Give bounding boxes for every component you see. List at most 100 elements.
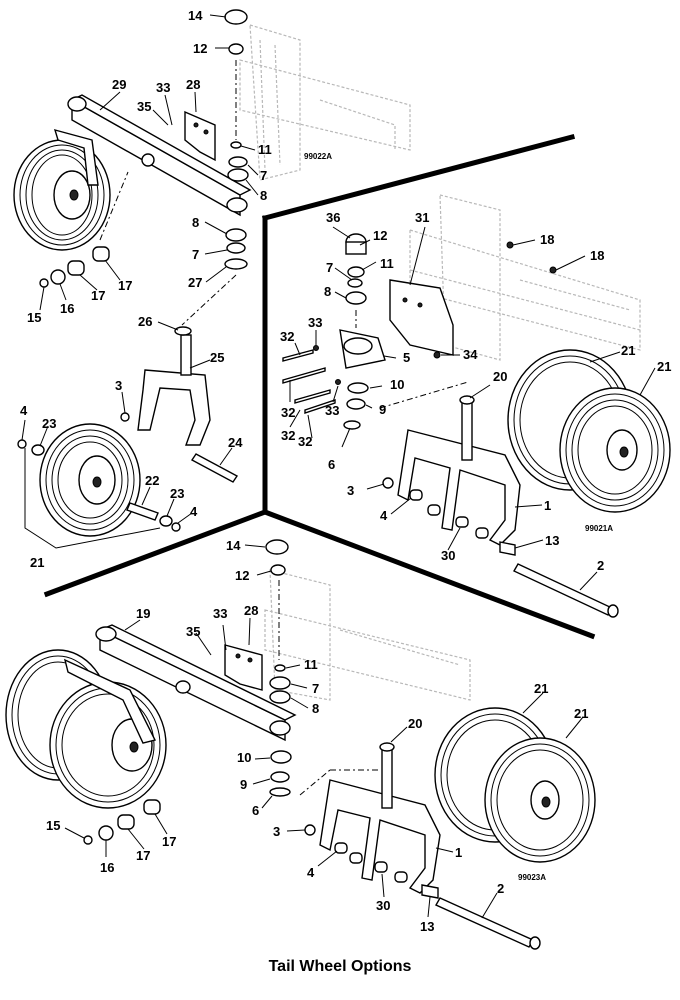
callout-number: 11 bbox=[258, 142, 272, 157]
caster-yoke bbox=[137, 369, 211, 446]
callout-number: 19 bbox=[136, 606, 150, 621]
callout-number: 10 bbox=[390, 377, 404, 392]
callout-number: 9 bbox=[240, 777, 247, 792]
dual-tail-wheel-assembly-right bbox=[282, 194, 671, 618]
callout-number: 27 bbox=[188, 275, 202, 290]
callout-number: 31 bbox=[415, 210, 429, 225]
mounting-bracket bbox=[184, 110, 216, 162]
callout-number: 28 bbox=[244, 603, 258, 618]
callout-number: 21 bbox=[534, 681, 548, 696]
tire-wheel-2 bbox=[39, 423, 141, 537]
caster-yoke bbox=[397, 429, 521, 546]
single-tail-wheel-assembly bbox=[13, 9, 411, 549]
callout-number: 4 bbox=[190, 504, 198, 519]
callout-number: 33 bbox=[325, 403, 339, 418]
callout-number: 8 bbox=[312, 701, 319, 716]
callout-number: 11 bbox=[380, 256, 394, 271]
callout-number: 32 bbox=[281, 428, 295, 443]
caster-yoke bbox=[319, 779, 441, 894]
callout-number: 3 bbox=[347, 483, 354, 498]
callout-number: 23 bbox=[170, 486, 184, 501]
callout-number: 1 bbox=[544, 498, 551, 513]
callout-number: 21 bbox=[657, 359, 671, 374]
callout-number: 17 bbox=[162, 834, 176, 849]
axle-bolt bbox=[435, 897, 534, 948]
callout-labels-dual-wheel-bottom: 14 12 19 33 28 35 11 7 8 10 9 6 15 16 17… bbox=[46, 538, 588, 934]
callout-labels-dual-wheel-right: 36 31 12 11 7 8 18 18 32 33 5 34 32 21 2… bbox=[280, 210, 671, 573]
dust-cap bbox=[265, 539, 289, 555]
leader-lines bbox=[21, 14, 656, 919]
axle-bolt bbox=[513, 563, 613, 616]
callout-number: 2 bbox=[597, 558, 604, 573]
callout-number: 8 bbox=[324, 284, 331, 299]
dual-tires bbox=[507, 349, 671, 513]
callout-number: 7 bbox=[192, 247, 199, 262]
wheel-fork bbox=[53, 128, 99, 186]
callout-number: 35 bbox=[137, 99, 151, 114]
callout-number: 20 bbox=[408, 716, 422, 731]
tire-wheel bbox=[13, 139, 111, 251]
callout-number: 21 bbox=[621, 343, 635, 358]
drawing-code: 99023A bbox=[518, 873, 546, 882]
drawing-code: 99021A bbox=[585, 524, 613, 533]
callout-number: 4 bbox=[307, 865, 315, 880]
callout-number: 20 bbox=[493, 369, 507, 384]
callout-number: 12 bbox=[193, 41, 207, 56]
callout-number: 3 bbox=[273, 824, 280, 839]
callout-number: 13 bbox=[420, 919, 434, 934]
callout-number: 8 bbox=[260, 188, 267, 203]
callout-number: 10 bbox=[237, 750, 251, 765]
callout-number: 17 bbox=[91, 288, 105, 303]
callout-number: 9 bbox=[379, 402, 386, 417]
callout-number: 11 bbox=[304, 657, 318, 672]
mower-frame-outline bbox=[409, 194, 641, 361]
callout-number: 23 bbox=[42, 416, 56, 431]
callout-number: 3 bbox=[115, 378, 122, 393]
callout-number: 5 bbox=[403, 350, 410, 365]
callout-number: 15 bbox=[46, 818, 60, 833]
callout-number: 33 bbox=[213, 606, 227, 621]
callout-number: 35 bbox=[186, 624, 200, 639]
callout-number: 30 bbox=[441, 548, 455, 563]
callout-number: 6 bbox=[252, 803, 259, 818]
callout-number: 24 bbox=[228, 435, 243, 450]
callout-number: 30 bbox=[376, 898, 390, 913]
callout-number: 32 bbox=[281, 405, 295, 420]
mower-frame-outline bbox=[239, 24, 411, 181]
callout-number: 25 bbox=[210, 350, 224, 365]
callout-number: 34 bbox=[463, 347, 478, 362]
callout-number: 32 bbox=[280, 329, 294, 344]
callout-number: 13 bbox=[545, 533, 559, 548]
callout-number: 14 bbox=[226, 538, 241, 553]
callout-number: 17 bbox=[118, 278, 132, 293]
callout-number: 15 bbox=[27, 310, 41, 325]
callout-number: 21 bbox=[30, 555, 44, 570]
callout-number: 1 bbox=[455, 845, 462, 860]
callout-number: 18 bbox=[590, 248, 604, 263]
callout-number: 33 bbox=[156, 80, 170, 95]
callout-number: 7 bbox=[312, 681, 319, 696]
dual-tires bbox=[434, 707, 596, 863]
callout-number: 4 bbox=[380, 508, 388, 523]
axle-bolt bbox=[190, 453, 239, 483]
callout-number: 21 bbox=[574, 706, 588, 721]
callout-number: 36 bbox=[326, 210, 340, 225]
callout-number: 33 bbox=[308, 315, 322, 330]
callout-number: 16 bbox=[100, 860, 114, 875]
callout-number: 7 bbox=[326, 260, 333, 275]
callout-number: 18 bbox=[540, 232, 554, 247]
callout-number: 32 bbox=[298, 434, 312, 449]
dual-tail-wheel-assembly-bottom bbox=[5, 539, 596, 950]
callout-number: 17 bbox=[136, 848, 150, 863]
callout-number: 6 bbox=[328, 457, 335, 472]
panel-dividers bbox=[43, 133, 596, 640]
beam-end-cap bbox=[67, 96, 87, 112]
callout-number: 16 bbox=[60, 301, 74, 316]
callout-number: 12 bbox=[373, 228, 387, 243]
figure-caption: Tail Wheel Options bbox=[268, 958, 412, 975]
callout-number: 14 bbox=[188, 8, 203, 23]
mounting-bracket bbox=[224, 644, 263, 691]
mower-frame-outline bbox=[264, 569, 471, 701]
callout-number: 12 bbox=[235, 568, 249, 583]
